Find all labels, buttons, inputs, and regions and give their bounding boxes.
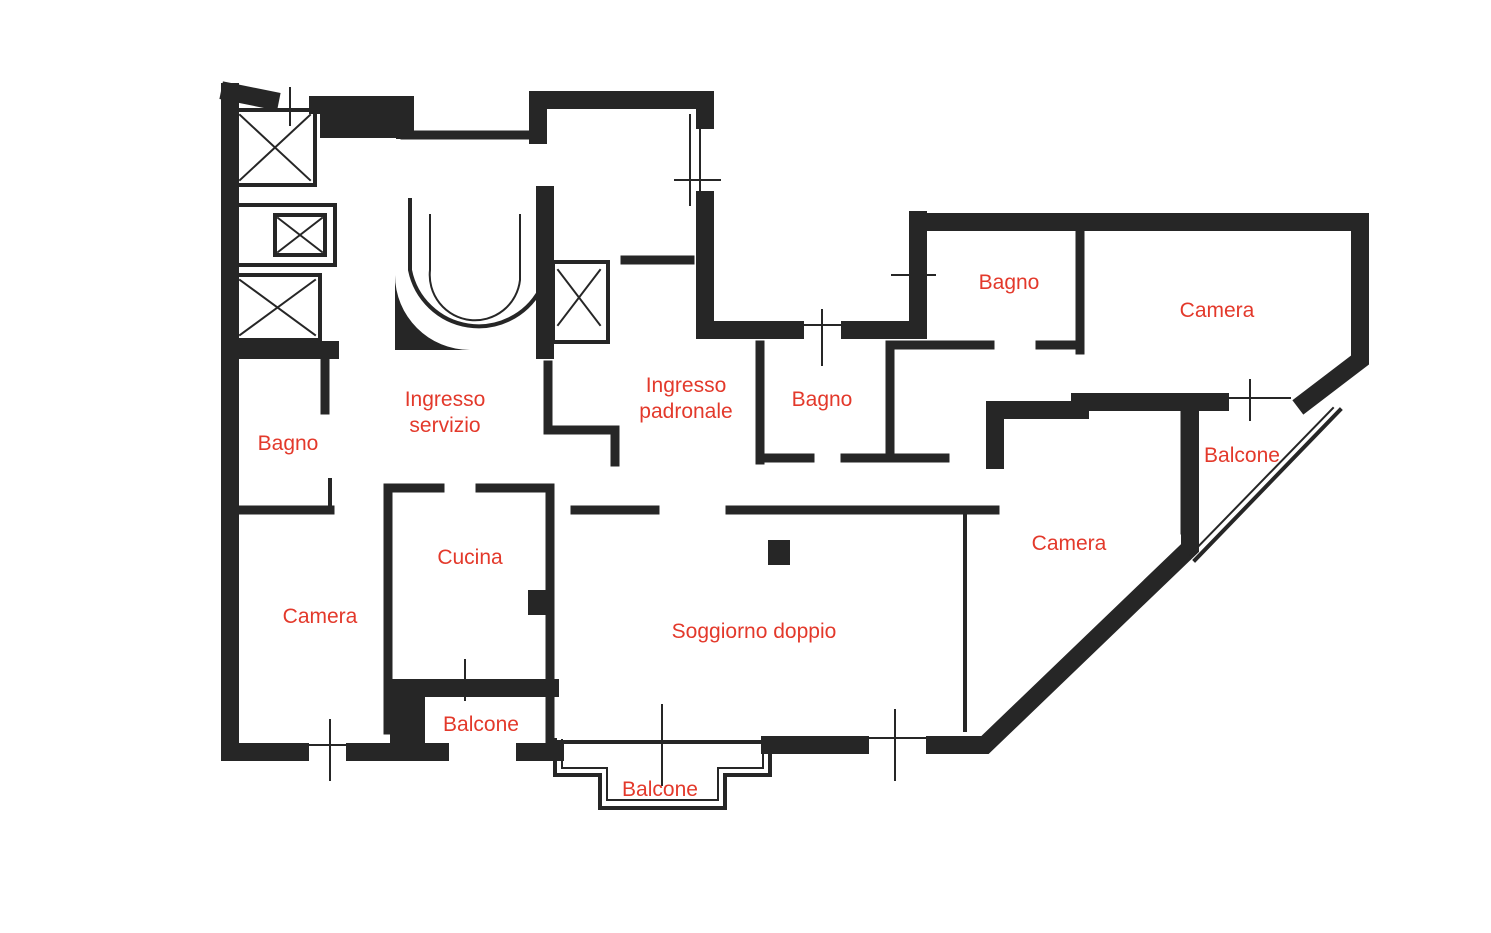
room-label-camera: Camera	[282, 605, 358, 628]
label-line: padronale	[639, 400, 733, 423]
staircase	[395, 186, 554, 359]
room-label-bagno: Bagno	[791, 388, 853, 411]
label-line: Ingresso	[645, 374, 727, 397]
room-label-balcone: Balcone	[622, 778, 698, 801]
room-label-balcone: Balcone	[1204, 444, 1280, 467]
room-label-ingresso-servizio: Ingresso servizio	[405, 387, 486, 439]
room-label-balcone: Balcone	[443, 713, 519, 736]
room-label-soggiorno-doppio: Soggiorno doppio	[671, 620, 837, 643]
room-label-ingresso-padronale: Ingresso padronale	[639, 373, 732, 425]
service-shafts	[233, 108, 610, 344]
room-label-camera: Camera	[1031, 532, 1107, 555]
room-label-camera: Camera	[1179, 299, 1255, 322]
room-label-bagno: Bagno	[978, 271, 1040, 294]
label-line: Ingresso	[404, 388, 486, 411]
label-line: servizio	[409, 414, 481, 437]
outer-walls	[219, 81, 1369, 761]
windows	[289, 87, 1291, 786]
room-label-cucina: Cucina	[437, 546, 503, 569]
room-label-bagno: Bagno	[257, 432, 319, 455]
